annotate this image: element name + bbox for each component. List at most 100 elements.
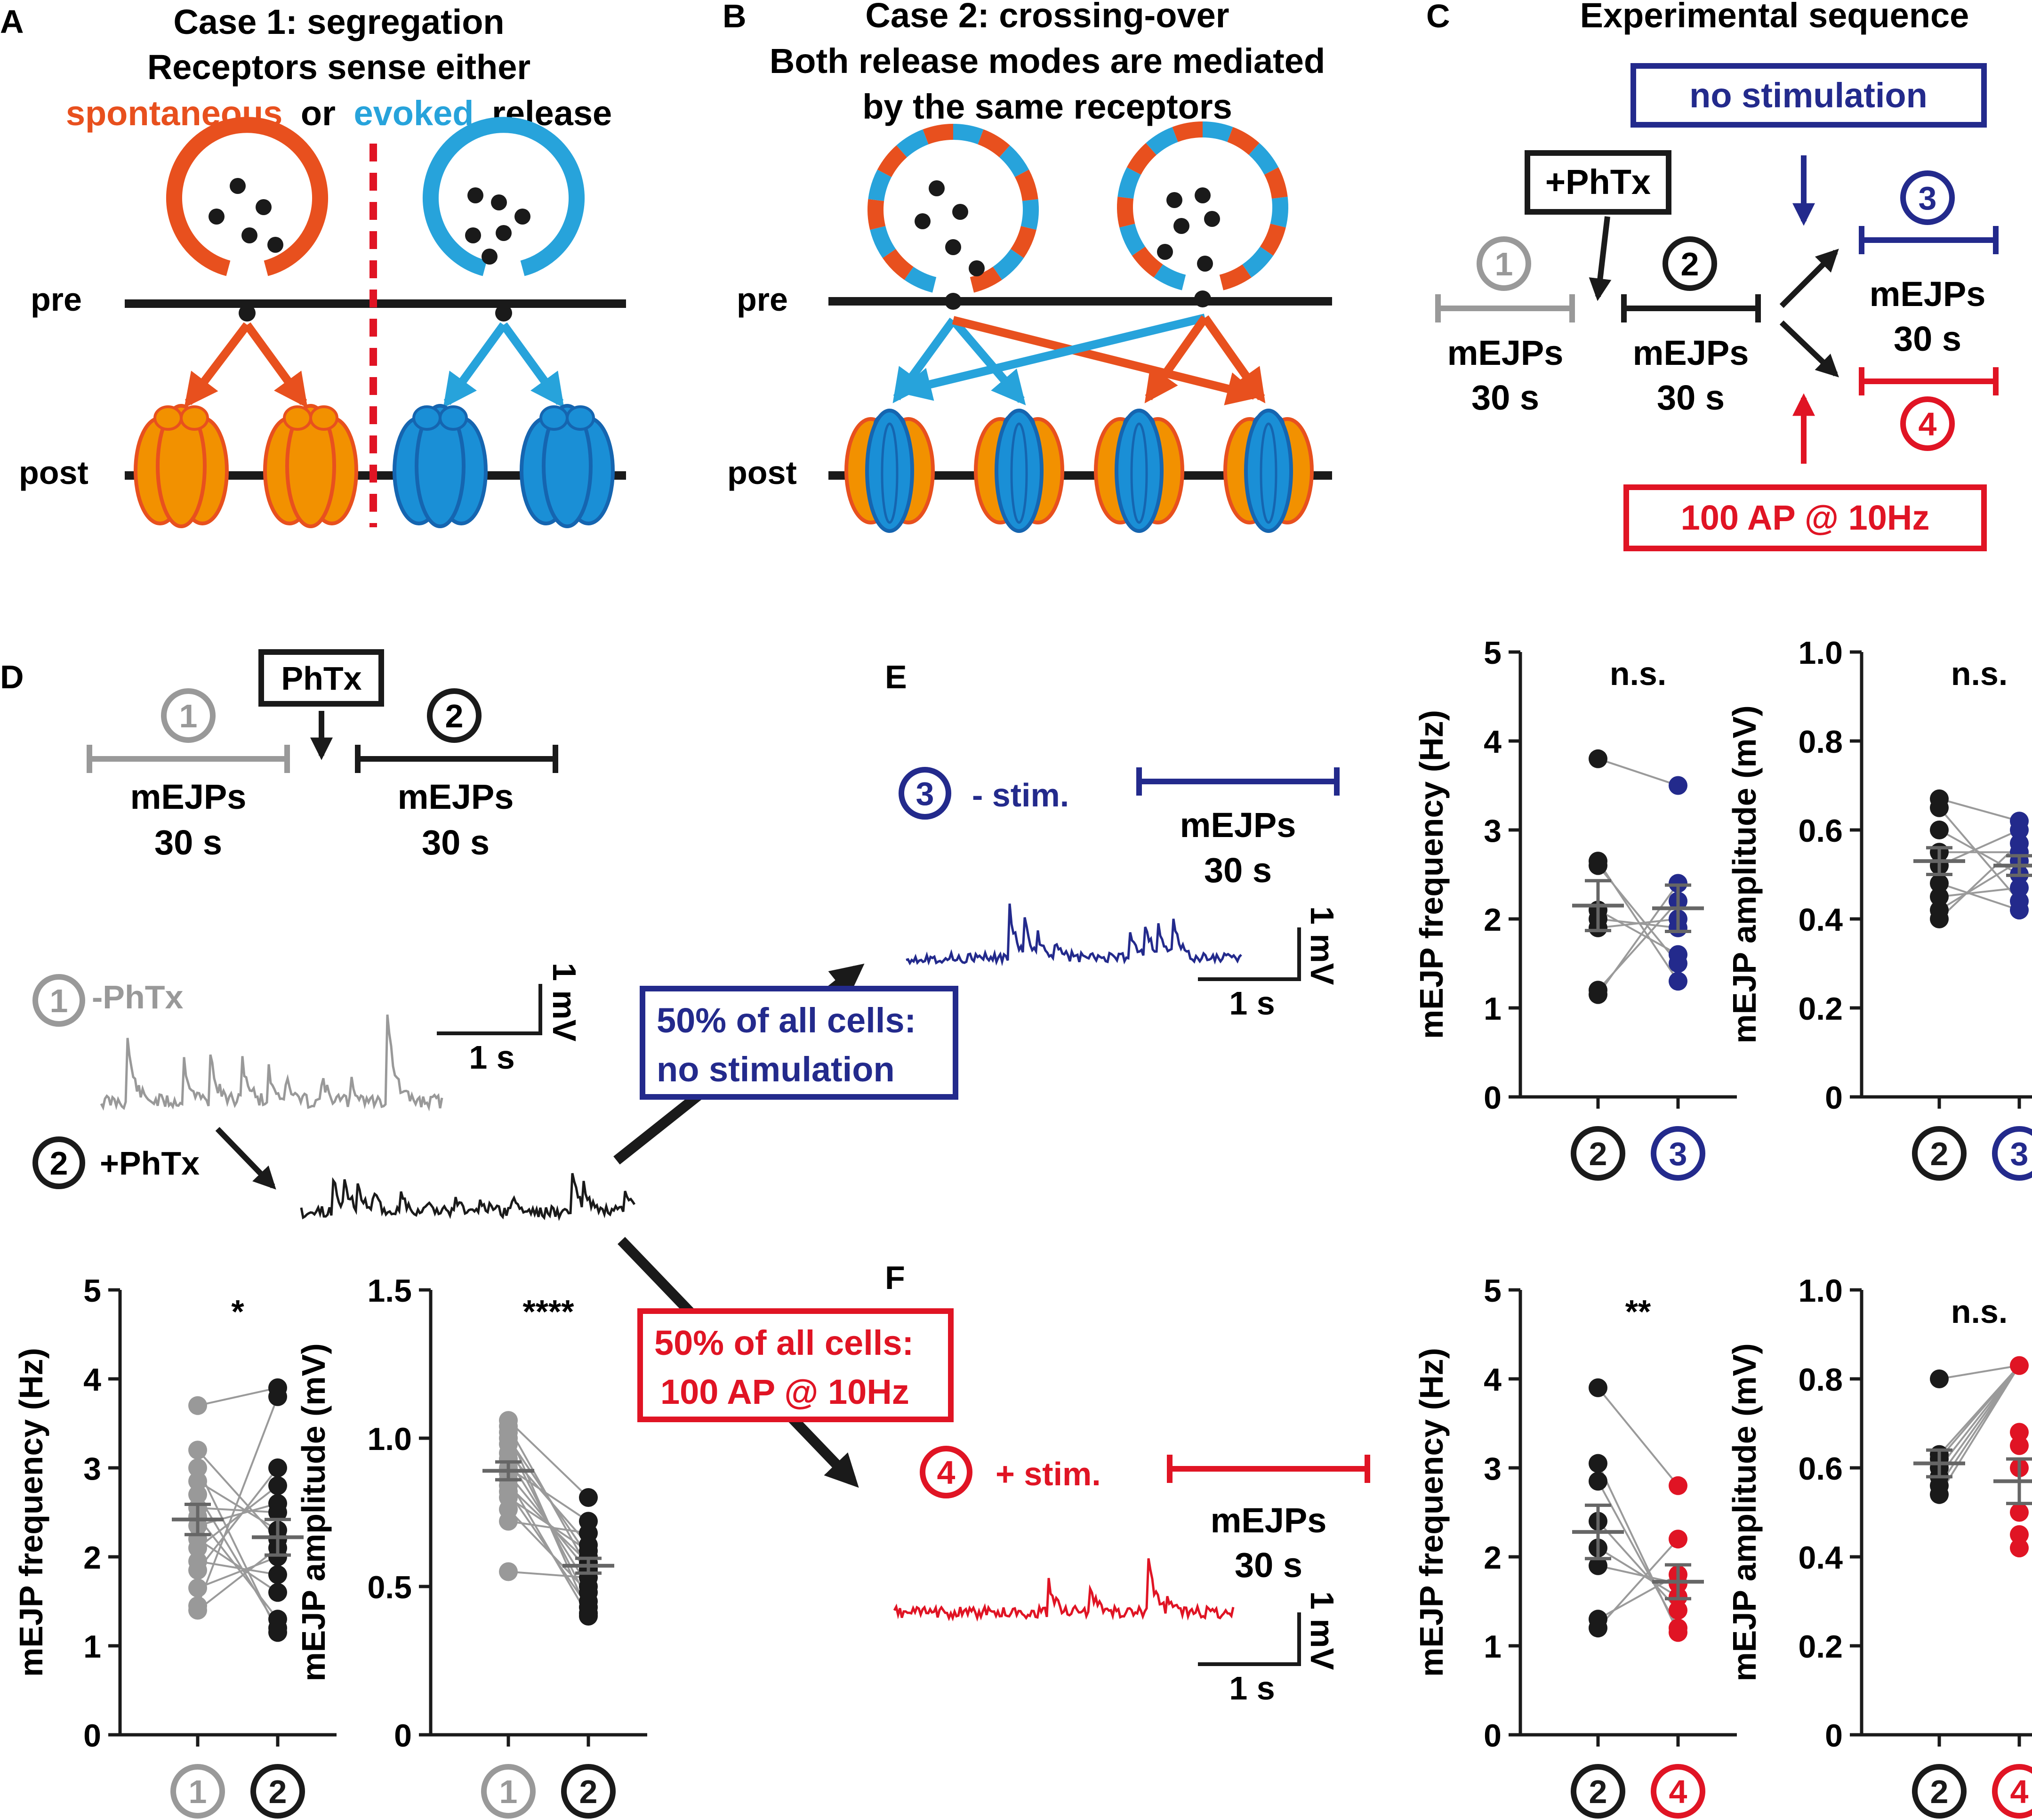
y-tick-label: 0.8 [1798,1362,1843,1398]
significance-label: n.s. [1951,655,2008,692]
scale-v-f: 1 mV [1304,1591,1341,1670]
receptor-mixed-2 [974,409,1064,533]
y-axis-label: mEJP amplitude (mV) [295,1343,332,1681]
category-label: 2 [579,1773,598,1810]
pair-line [508,1570,589,1579]
data-point [1589,1556,1607,1575]
vesicle-dots-b [915,180,1220,310]
badge-2-trace-num: 2 [50,1145,68,1182]
pair-line [1938,1365,2020,1495]
y-axis-label: mEJP frequency (Hz) [13,1348,49,1677]
segment-2-d: 2 mEJPs 30 s [355,688,558,862]
stim-label-c: 100 AP @ 10Hz [1681,498,1930,537]
scale-v-e: 1 mV [1304,906,1341,985]
dur-f: 30 s [1235,1546,1302,1585]
data-point [188,1441,207,1460]
y-tick-label: 0 [1825,1080,1843,1116]
pair-line [197,1507,278,1514]
data-point [1669,874,1687,893]
segment-1-d: 1 mEJPs 30 s [87,688,290,862]
data-point [1669,972,1687,991]
pair-line [1938,860,2020,911]
scale-t-d: 1 s [469,1039,514,1076]
evoked-vesicle [423,117,585,276]
mejps-2-d: mEJPs [398,777,514,816]
panel-e: E 3 - stim. mEJPs 30 s 1 s 1 mV [885,659,1341,1022]
post-label-b: post [727,454,797,491]
pair-line [1939,797,2020,822]
data-point [579,1488,598,1507]
mejps-e: mEJPs [1180,805,1296,845]
y-tick-label: 1.0 [1798,1273,1843,1309]
mejps-3-c: mEJPs [1870,274,1986,314]
pair-line [507,1452,589,1546]
category-badge [1912,1126,1967,1181]
word-or: or [301,94,336,133]
panel-a-title-2: Receptors sense either [147,48,530,87]
pair-line [1939,886,2020,898]
data-point [2010,1423,2029,1442]
vesicle-segment [1010,225,1036,258]
data-point [1669,1601,1687,1620]
vesicle-segment [1117,167,1141,199]
y-tick-label: 1 [1484,1629,1502,1665]
receptor-blue-2 [520,404,615,528]
pair-line [507,1437,589,1558]
phtx-box-c [1525,150,1671,215]
category-label: 2 [269,1773,287,1810]
pair-line [197,1556,278,1589]
y-tick-label: 0.6 [1798,1451,1843,1487]
data-point [268,1547,287,1566]
pair-line [197,1560,278,1576]
badge-2-d: 2 [445,698,464,734]
scale-t-f: 1 s [1229,1670,1275,1707]
category-label: 4 [1669,1773,1687,1810]
label-minus-phtx: -PhTx [92,979,184,1015]
receptor-mixed-3 [1094,409,1184,533]
data-point [2010,1525,2029,1544]
significance-label: n.s. [1951,1293,2008,1330]
badge-1-c: 1 [1495,246,1513,282]
category-badge [561,1764,616,1819]
vesicle-segment [1126,143,1157,175]
arrow-a-orange-right [243,322,308,408]
scale-bar-e [1198,927,1301,981]
no-stim-box [1630,63,1987,128]
vesicle-segment [953,124,984,145]
data-point [188,1485,207,1504]
box-stim-line2: 100 AP @ 10Hz [660,1372,909,1411]
data-point [188,1458,207,1477]
data-point [268,1565,287,1584]
category-label: 2 [1930,1135,1949,1172]
y-axis-label: mEJP amplitude (mV) [1726,705,1763,1043]
vesicle-dots-a2 [465,187,530,322]
panel-a-title-1: Case 1: segregation [173,2,504,41]
category-badge [250,1764,305,1819]
box-no-stim-line1: 50% of all cells: [657,1001,916,1040]
badge-1-trace [32,974,85,1027]
y-tick-label: 0.4 [1798,902,1843,938]
y-tick-label: 4 [1484,724,1502,760]
badge-4-f-num: 4 [937,1454,956,1491]
category-badge [1992,1764,2032,1819]
spontaneous-vesicle [166,117,328,276]
y-tick-label: 0 [83,1718,101,1754]
vesicle-segment [992,249,1024,280]
vesicle-dots-a1 [209,178,283,322]
vesicle-segment [904,266,937,293]
y-tick-label: 0.2 [1798,991,1843,1027]
vesicle-segment [870,225,896,258]
box-no-stim-line2: no stimulation [657,1050,895,1089]
category-badge [1571,1764,1625,1819]
significance-label: n.s. [1610,655,1667,692]
pair-line [197,1480,279,1531]
trace-plus-stim [893,1558,1235,1622]
pair-line [1597,1538,1679,1629]
pair-line [197,1502,278,1527]
panel-d-letter: D [0,659,24,695]
data-point [1589,856,1607,875]
